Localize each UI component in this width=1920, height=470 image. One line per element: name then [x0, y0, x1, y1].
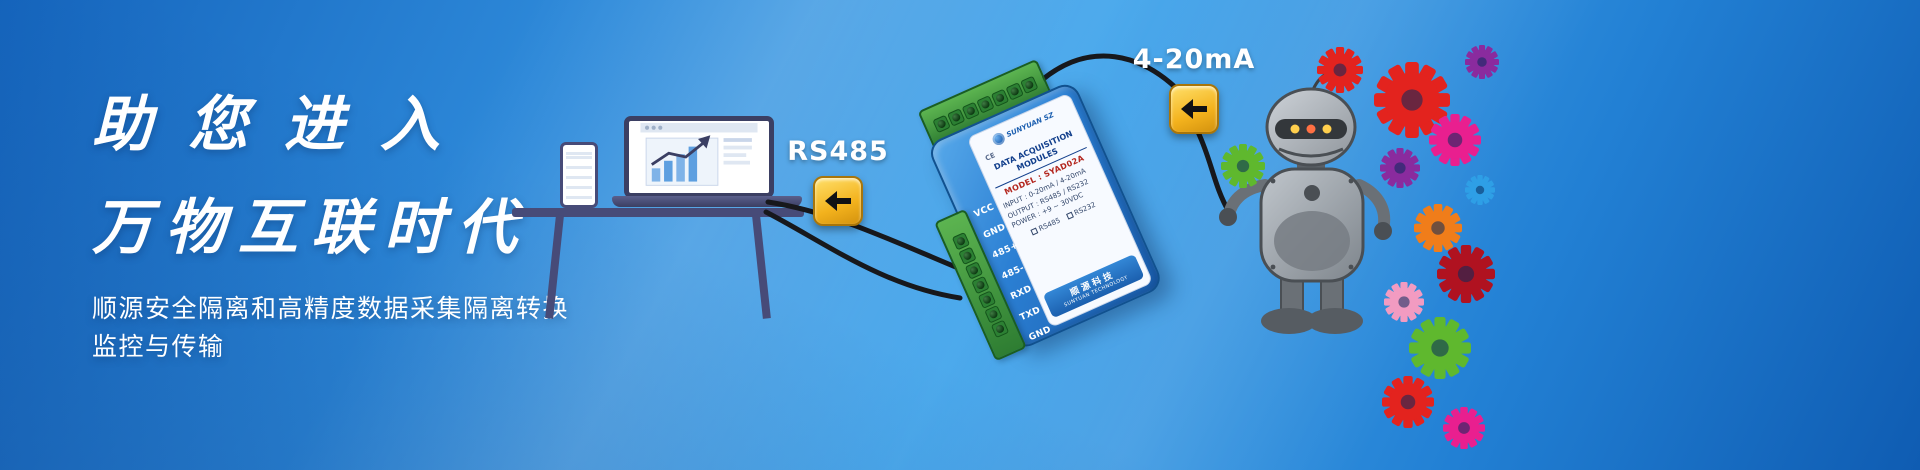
- sunyuan-logo-icon: [990, 131, 1007, 147]
- terminal-label: TXD: [1018, 304, 1043, 323]
- robot-chin: [1278, 147, 1344, 158]
- desk-leg-right: [752, 214, 771, 319]
- gear-icon: [1465, 175, 1495, 205]
- terminal-label: RXD: [1009, 283, 1034, 303]
- hero-subtext: 顺源安全隔离和高精度数据采集隔离转换 监控与传输: [92, 290, 569, 366]
- desk-top: [512, 208, 804, 217]
- gear-icon: [1414, 204, 1462, 252]
- headline-line-1: 助您进入: [92, 90, 476, 160]
- gear-icon: [1443, 407, 1485, 449]
- subline-1: 顺源安全隔离和高精度数据采集隔离转换: [92, 294, 570, 323]
- rs485-connection-group: RS485: [787, 136, 888, 226]
- current-loop-connection-group: 4-20mA: [1133, 44, 1254, 134]
- robot-belly-plate: [1274, 211, 1350, 271]
- robot-illustration: [1219, 70, 1392, 334]
- rs485-label: RS485: [787, 136, 889, 167]
- left-arrow-key-icon: [1169, 84, 1219, 134]
- left-arrow-key-icon: [813, 176, 863, 226]
- hero-text: 助您进入 万物互联时代 顺源安全隔离和高精度数据采集隔离转换 监控与传输: [92, 76, 569, 366]
- laptop-illustration: [612, 116, 802, 208]
- terminal-label: GND: [981, 221, 1008, 241]
- gear-icon: [1465, 45, 1499, 79]
- robot-eye: [1322, 124, 1332, 134]
- ce-mark: CE: [984, 151, 997, 163]
- smartphone-illustration: [560, 142, 598, 208]
- robot-eye: [1290, 124, 1300, 134]
- robot-foot: [1307, 308, 1363, 334]
- gear-icon: [1409, 317, 1471, 379]
- robot-foot: [1261, 308, 1317, 334]
- laptop-screen: [624, 116, 774, 198]
- screw-terminal: [1020, 75, 1039, 95]
- robot-chest-button: [1304, 185, 1320, 201]
- subline-2: 监控与传输: [92, 332, 225, 361]
- module-footer: 顺源科技 SUNYUAN TECHNOLOGY: [1042, 253, 1145, 319]
- laptop-base: [612, 196, 802, 207]
- gear-icon: [1382, 376, 1434, 428]
- robot-hand-right: [1374, 222, 1392, 240]
- laptop-chart: [640, 123, 758, 186]
- robot-hand-left: [1219, 208, 1237, 226]
- gear-icon: [1437, 245, 1495, 303]
- gear-icon: [1429, 114, 1481, 166]
- headline-line-2: 万物互联时代: [92, 193, 530, 263]
- current-loop-label: 4-20mA: [1132, 44, 1256, 75]
- robot-eye: [1306, 124, 1316, 134]
- screw-terminal: [990, 319, 1010, 339]
- smartphone-screen: [566, 148, 592, 202]
- terminal-label: 485-: [1000, 262, 1026, 282]
- terminal-label: 485+: [990, 240, 1021, 262]
